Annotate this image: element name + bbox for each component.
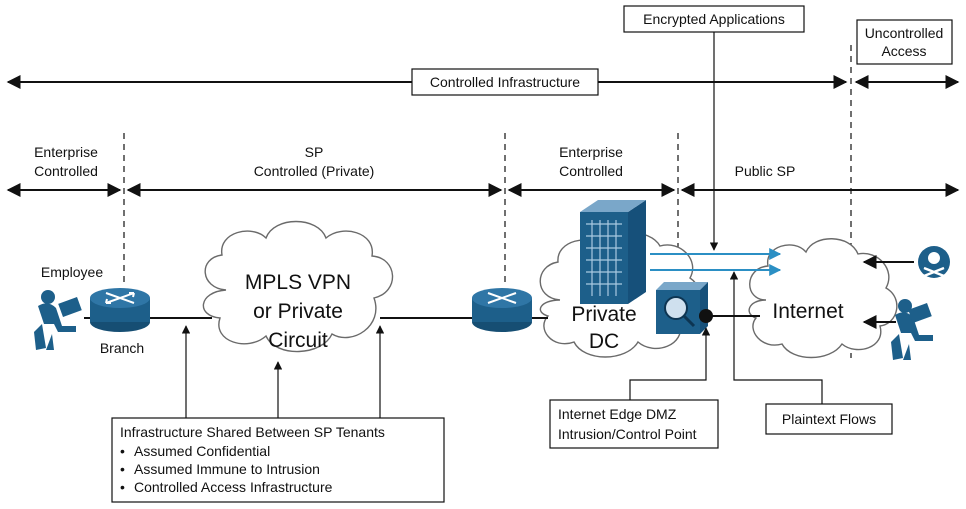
- encrypted-applications-label: Encrypted Applications: [643, 11, 785, 27]
- bullet-dot-2: •: [120, 461, 125, 477]
- private-dc-label-2: DC: [589, 330, 619, 353]
- shared-infrastructure-box: [111, 417, 445, 503]
- employee-label: Employee: [41, 264, 103, 280]
- bullet-controlled-access: Controlled Access Infrastructure: [134, 479, 333, 495]
- enterprise-controlled-left-label-2: Controlled: [34, 163, 98, 179]
- sp-controlled-label-2: Controlled (Private): [254, 163, 375, 179]
- mpls-label-2: or Private: [253, 300, 343, 323]
- shared-infrastructure-title: Infrastructure Shared Between SP Tenants: [120, 424, 385, 440]
- sp-controlled-label-1: SP: [305, 144, 324, 160]
- private-dc-label-1: Private: [571, 303, 636, 326]
- dmz-firewall-icon: [656, 282, 713, 334]
- mpls-cloud: [202, 220, 394, 353]
- bullet-dot-3: •: [120, 479, 125, 495]
- remote-user-person-icon: [891, 299, 933, 360]
- sp-router-icon: [472, 288, 532, 332]
- internet-cloud: [748, 238, 898, 359]
- mpls-label-3: Circuit: [268, 329, 328, 352]
- plaintext-flows-label: Plaintext Flows: [782, 411, 876, 427]
- mpls-label-1: MPLS VPN: [245, 271, 351, 294]
- branch-label: Branch: [100, 340, 144, 356]
- datacenter-building-icon: [580, 200, 646, 304]
- internet-label: Internet: [772, 300, 843, 323]
- controlled-infrastructure-label: Controlled Infrastructure: [430, 74, 580, 90]
- plaintext-pointer: [729, 271, 823, 404]
- branch-router-icon: [90, 288, 150, 332]
- enterprise-controlled-left-label-1: Enterprise: [34, 144, 98, 160]
- uncontrolled-access-label-1: Uncontrolled: [865, 25, 944, 41]
- public-sp-label: Public SP: [735, 163, 796, 179]
- bullet-assumed-immune: Assumed Immune to Intrusion: [134, 461, 320, 477]
- enterprise-controlled-right-label-2: Controlled: [559, 163, 623, 179]
- skull-crossbones-icon: [918, 246, 950, 278]
- bullet-assumed-confidential: Assumed Confidential: [134, 443, 270, 459]
- dmz-label-1: Internet Edge DMZ: [558, 406, 677, 422]
- dmz-label-2: Intrusion/Control Point: [558, 426, 697, 442]
- enterprise-controlled-right-label-1: Enterprise: [559, 144, 623, 160]
- bullet-dot-1: •: [120, 443, 125, 459]
- dmz-pointer: [629, 327, 711, 400]
- uncontrolled-access-box: [856, 19, 953, 65]
- plaintext-flows-box: [765, 403, 893, 435]
- uncontrolled-access-label-2: Access: [881, 43, 926, 59]
- dmz-box: [549, 399, 719, 449]
- employee-person-icon: [34, 290, 82, 350]
- encrypted-applications-box: [623, 5, 805, 33]
- controlled-infrastructure-box: [411, 68, 599, 96]
